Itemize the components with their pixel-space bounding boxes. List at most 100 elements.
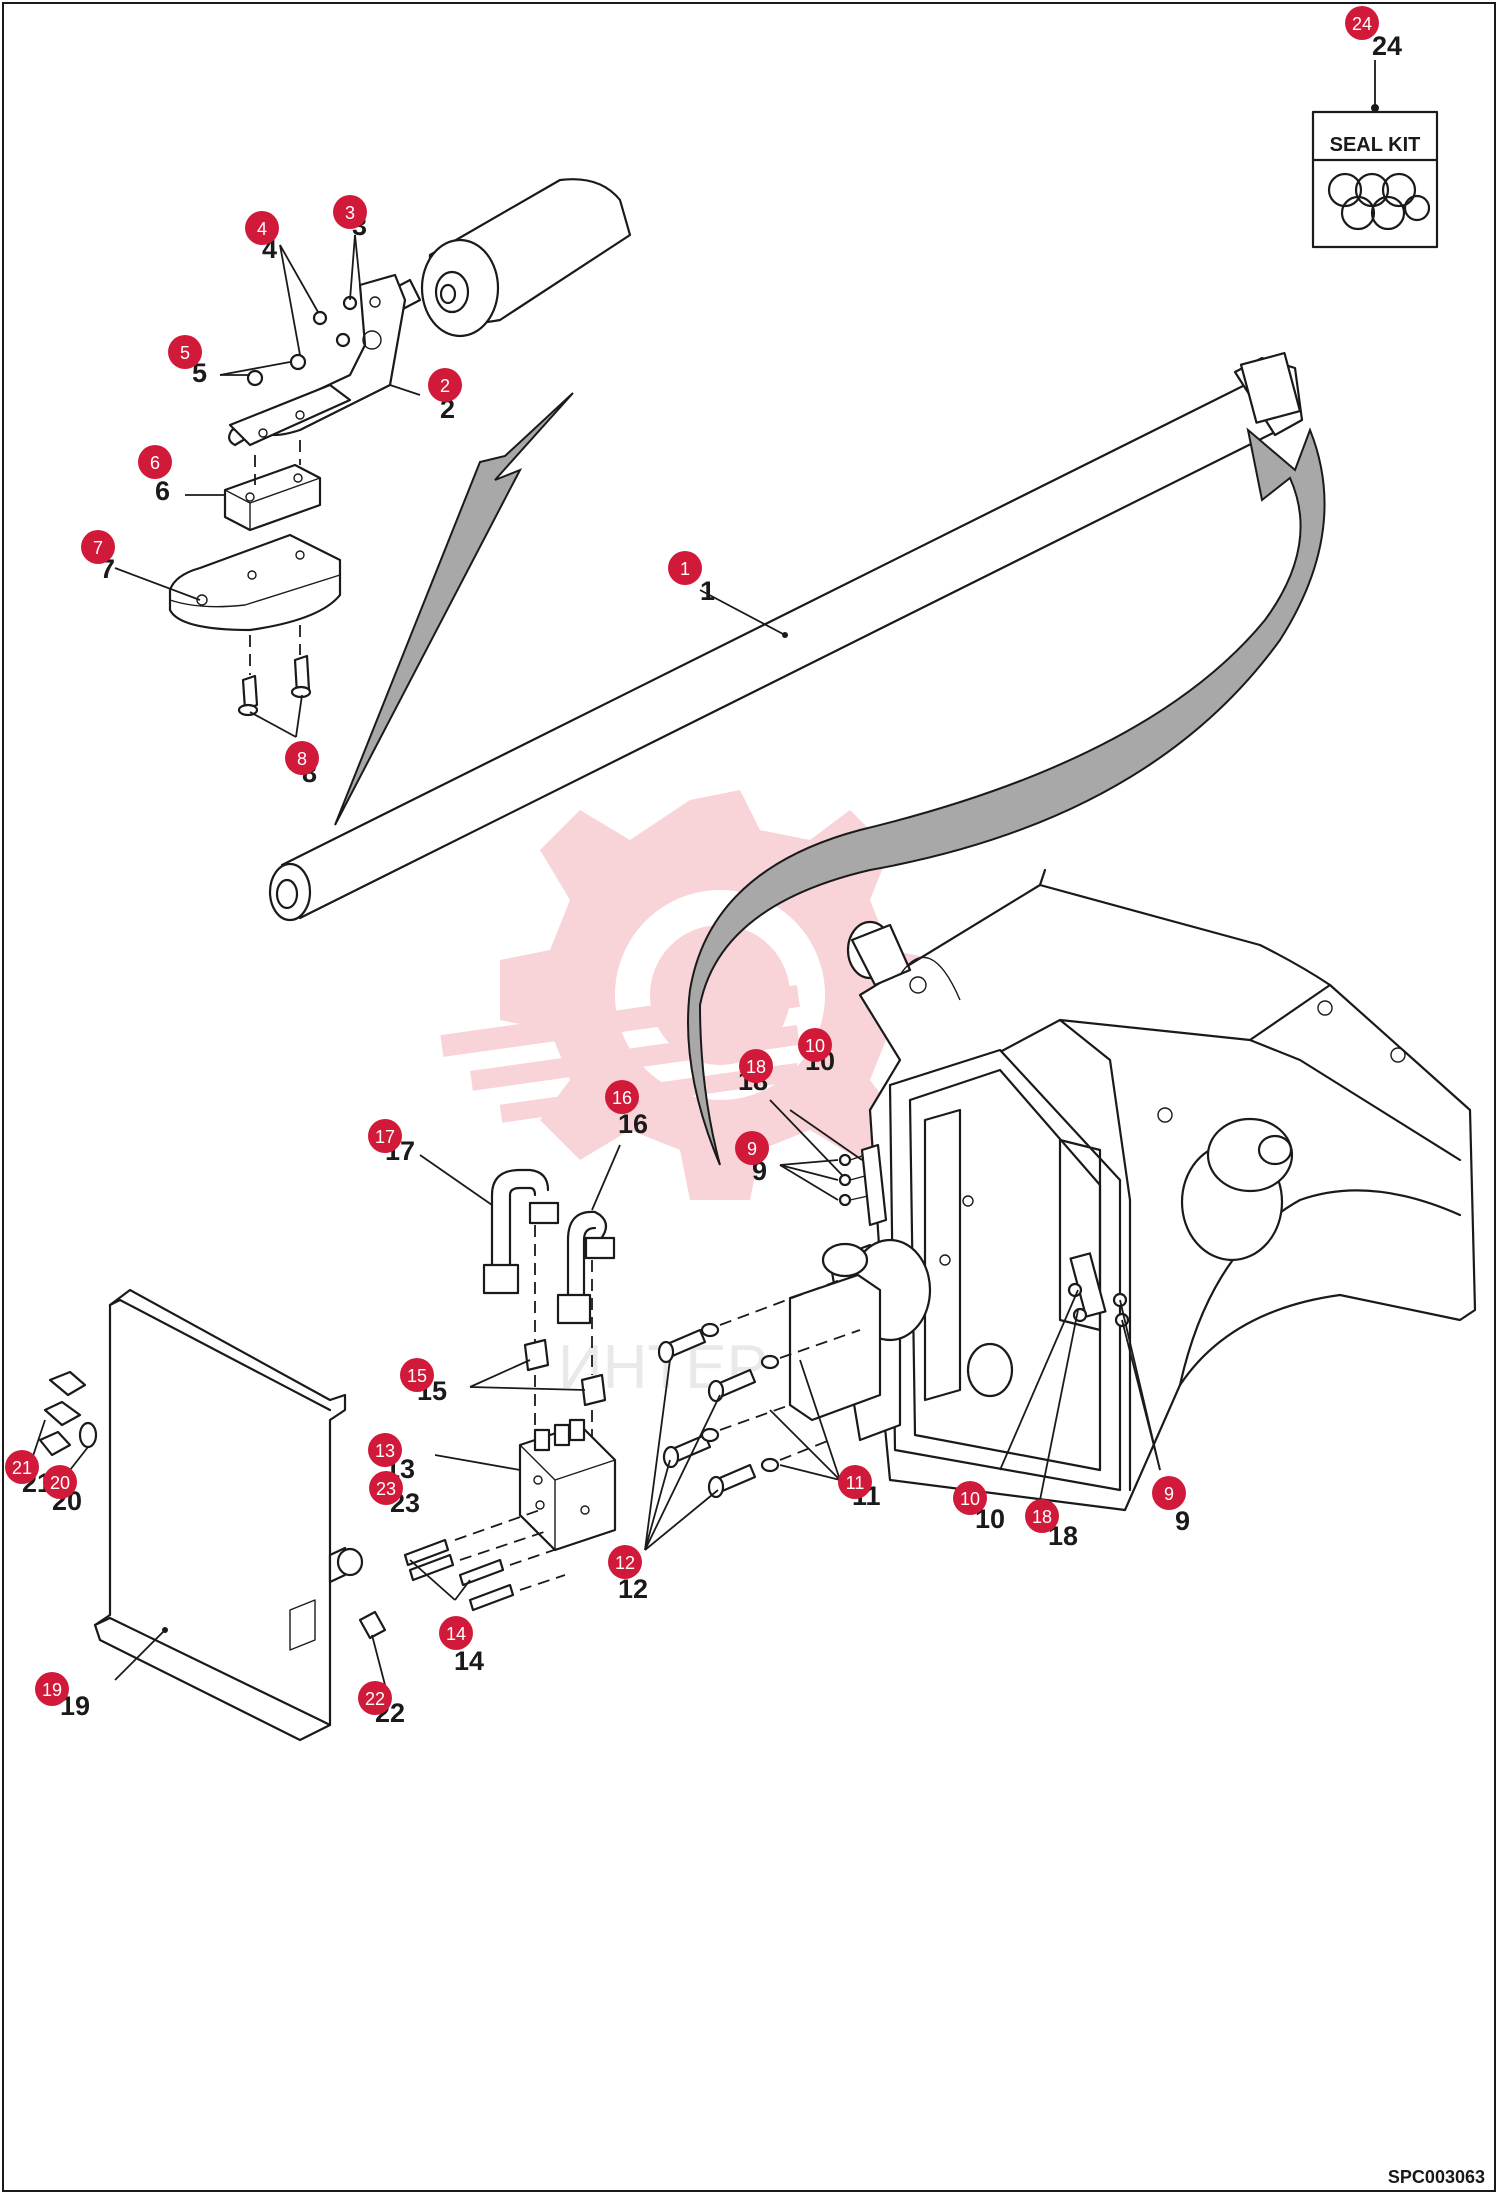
callout-badge-label: 15 xyxy=(407,1366,427,1386)
callout-badge-11[interactable]: 11 xyxy=(838,1465,872,1499)
callout-badge-4[interactable]: 4 xyxy=(245,211,279,245)
gearbox-frame xyxy=(788,1048,1122,1492)
callout-badge-circle xyxy=(1345,6,1379,40)
callout-badge-label: 5 xyxy=(180,343,190,363)
callout-badge-1[interactable]: 1 xyxy=(668,551,702,585)
callout-badge-18[interactable]: 18 xyxy=(739,1049,773,1083)
callout-badge-circle xyxy=(439,1616,473,1650)
base-plate xyxy=(168,533,342,632)
callout-badge-circle xyxy=(735,1131,769,1165)
callout-badge-label: 6 xyxy=(150,453,160,473)
callout-badge-label: 11 xyxy=(846,1473,865,1493)
callout-badge-label: 18 xyxy=(746,1057,766,1077)
drawing-code: SPC003063 xyxy=(1388,2167,1485,2187)
callout-badge-7[interactable]: 7 xyxy=(81,530,115,564)
callout-badge-circle xyxy=(838,1465,872,1499)
callout-badge-circle xyxy=(739,1049,773,1083)
callout-badge-2[interactable]: 2 xyxy=(428,368,462,402)
callout-badge-circle xyxy=(333,195,367,229)
callout-badge-circle xyxy=(368,1433,402,1467)
actuator-cylinder xyxy=(370,178,632,338)
callout-badge-label: 4 xyxy=(257,219,267,239)
callout-badge-label: 14 xyxy=(446,1624,466,1644)
callout-badge-10-lower[interactable]: 10 xyxy=(953,1481,987,1515)
callout-number-24: 24 xyxy=(1372,31,1402,61)
callout-badge-label: 13 xyxy=(375,1441,395,1461)
callout-badge-13[interactable]: 13 xyxy=(368,1433,402,1467)
callout-badge-label: 3 xyxy=(345,203,355,223)
callout-badge-5[interactable]: 5 xyxy=(168,335,202,369)
callout-badge-label: 21 xyxy=(12,1458,32,1478)
transition-arrow-curve xyxy=(687,427,1326,1166)
callout-badge-16[interactable]: 16 xyxy=(605,1080,639,1114)
callout-badge-circle xyxy=(668,551,702,585)
seal-kit-label: SEAL KIT xyxy=(1330,134,1421,156)
callout-badge-circle xyxy=(245,211,279,245)
spacer-block xyxy=(223,463,322,532)
callout-badge-6[interactable]: 6 xyxy=(138,445,172,479)
callout-badge-label: 23 xyxy=(376,1479,396,1499)
callout-badge-circle xyxy=(1152,1476,1186,1510)
callout-badge-circle xyxy=(369,1471,403,1505)
callout-badge-3[interactable]: 3 xyxy=(333,195,367,229)
callout-badge-10[interactable]: 10 xyxy=(798,1028,832,1062)
callout-badge-12[interactable]: 12 xyxy=(608,1545,642,1579)
callout-badge-20[interactable]: 20 xyxy=(43,1465,77,1499)
valve-screws xyxy=(403,1509,566,1612)
callout-badge-circle xyxy=(168,335,202,369)
small-plate xyxy=(838,1143,888,1227)
side-fasteners-right xyxy=(1067,1252,1130,1328)
callout-badge-21[interactable]: 21 xyxy=(5,1450,39,1484)
callout-badge-label: 20 xyxy=(50,1473,70,1493)
callout-badge-label: 10 xyxy=(960,1489,980,1509)
callout-badge-circle xyxy=(953,1481,987,1515)
callout-badge-label: 19 xyxy=(42,1680,62,1700)
callout-number-14: 14 xyxy=(454,1646,484,1676)
callout-badge-label: 9 xyxy=(747,1139,757,1159)
callout-badge-circle xyxy=(605,1080,639,1114)
callout-badge-label: 12 xyxy=(615,1553,635,1573)
callout-badge-circle xyxy=(428,368,462,402)
seal-kit-box: SEAL KIT xyxy=(1311,60,1439,249)
callout-badge-circle xyxy=(285,741,319,775)
callout-number-9-lower: 9 xyxy=(1175,1506,1190,1536)
callout-badge-24[interactable]: 24 xyxy=(1345,6,1379,40)
callout-badge-14[interactable]: 14 xyxy=(439,1616,473,1650)
callout-badges: 1234567891011121314151617181920212223249… xyxy=(5,6,1379,1715)
callout-badge-circle xyxy=(608,1545,642,1579)
hydraulic-tubes xyxy=(482,1168,616,1375)
callout-badge-circle xyxy=(368,1119,402,1153)
callout-badge-circle xyxy=(5,1450,39,1484)
callout-badge-19[interactable]: 19 xyxy=(35,1672,69,1706)
callout-badge-circle xyxy=(138,445,172,479)
callout-badge-18-lower[interactable]: 18 xyxy=(1025,1499,1059,1533)
callout-badge-circle xyxy=(358,1681,392,1715)
callout-badge-23[interactable]: 23 xyxy=(369,1471,403,1505)
callout-badge-label: 9 xyxy=(1164,1484,1174,1504)
callout-badge-9[interactable]: 9 xyxy=(735,1131,769,1165)
callout-number-16: 16 xyxy=(618,1109,648,1139)
main-shaft xyxy=(268,351,1304,922)
callout-badge-9-lower[interactable]: 9 xyxy=(1152,1476,1186,1510)
callout-badge-17[interactable]: 17 xyxy=(368,1119,402,1153)
callout-badge-label: 22 xyxy=(365,1689,385,1709)
callout-number-1: 1 xyxy=(700,576,715,606)
callout-badge-label: 18 xyxy=(1032,1507,1052,1527)
callout-badge-8[interactable]: 8 xyxy=(285,741,319,775)
callout-badge-circle xyxy=(400,1358,434,1392)
callout-badge-15[interactable]: 15 xyxy=(400,1358,434,1392)
callout-badge-circle xyxy=(1025,1499,1059,1533)
flange-bolts xyxy=(657,1279,861,1499)
callout-badge-circle xyxy=(798,1028,832,1062)
callout-badge-label: 24 xyxy=(1352,14,1372,34)
callout-badge-label: 17 xyxy=(375,1127,395,1147)
callout-number-6: 6 xyxy=(155,476,170,506)
callout-badge-22[interactable]: 22 xyxy=(358,1681,392,1715)
callout-number-5: 5 xyxy=(192,358,207,388)
cover-plate xyxy=(93,1288,347,1742)
callout-badge-label: 8 xyxy=(297,749,307,769)
transition-arrow-left xyxy=(334,392,574,826)
